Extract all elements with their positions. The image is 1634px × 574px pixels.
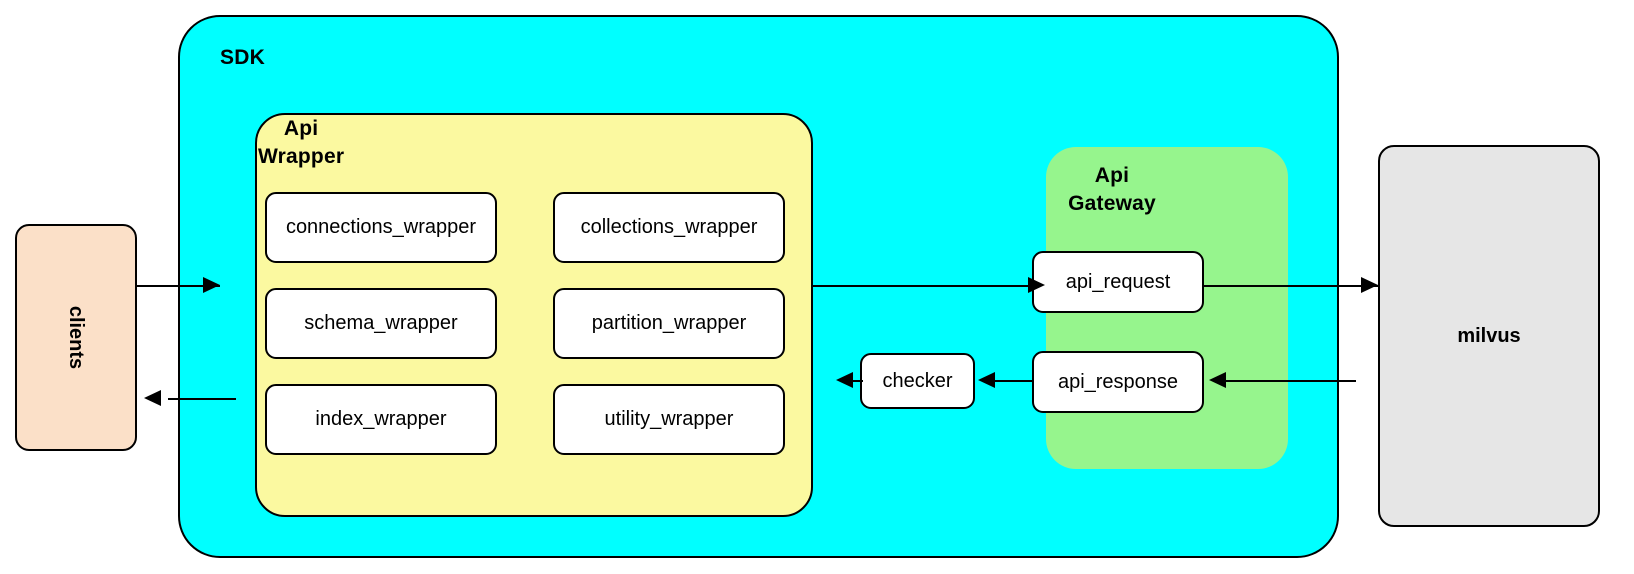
edge-apiwrapper-to-gateway-arrowhead — [1028, 277, 1045, 293]
clients-label: clients — [65, 305, 88, 370]
schema-wrapper-label: schema_wrapper — [304, 312, 458, 334]
milvus-label: milvus — [1457, 324, 1521, 347]
api-request-label: api_request — [1065, 270, 1171, 293]
edge-milvus-to-apiresponse — [1226, 380, 1356, 382]
sdk-title: SDK — [220, 46, 265, 69]
edge-clients-to-sdk-arrowhead — [203, 277, 220, 293]
collections-wrapper-label: collections_wrapper — [580, 216, 758, 238]
utility-wrapper-node[interactable]: utility_wrapper — [553, 384, 785, 455]
edge-apirequest-to-milvus-arrowhead — [1361, 277, 1378, 293]
edge-sdk-to-clients — [168, 398, 236, 400]
connections-wrapper-node[interactable]: connections_wrapper — [265, 192, 497, 263]
edge-apiwrapper-to-gateway — [812, 285, 1034, 287]
connections-wrapper-label: connections_wrapper — [285, 216, 477, 238]
edge-apiresponse-to-checker — [995, 380, 1034, 382]
index-wrapper-label: index_wrapper — [315, 408, 447, 430]
api-gateway-title: Api Gateway — [1068, 164, 1156, 215]
api-response-label: api_response — [1057, 370, 1179, 393]
edge-apiresponse-to-checker-arrowhead — [978, 372, 995, 388]
clients-node[interactable]: clients — [15, 224, 137, 451]
collections-wrapper-node[interactable]: collections_wrapper — [553, 192, 785, 263]
api-response-node[interactable]: api_response — [1032, 351, 1204, 413]
milvus-node[interactable]: milvus — [1378, 145, 1600, 527]
checker-label: checker — [882, 369, 953, 392]
edge-milvus-to-apiresponse-arrowhead — [1209, 372, 1226, 388]
partition-wrapper-node[interactable]: partition_wrapper — [553, 288, 785, 359]
api-wrapper-title: Api Wrapper — [258, 117, 345, 168]
checker-node[interactable]: checker — [860, 353, 975, 409]
edge-apirequest-to-milvus — [1204, 285, 1378, 287]
edge-checker-to-apiwrapper-arrowhead — [836, 372, 853, 388]
api-request-node[interactable]: api_request — [1032, 251, 1204, 313]
utility-wrapper-label: utility_wrapper — [604, 408, 734, 430]
edge-sdk-to-clients-arrowhead — [144, 390, 161, 406]
edge-clients-to-sdk — [137, 285, 220, 287]
edge-checker-to-apiwrapper — [853, 380, 863, 382]
partition-wrapper-label: partition_wrapper — [591, 312, 747, 334]
schema-wrapper-node[interactable]: schema_wrapper — [265, 288, 497, 359]
index-wrapper-node[interactable]: index_wrapper — [265, 384, 497, 455]
